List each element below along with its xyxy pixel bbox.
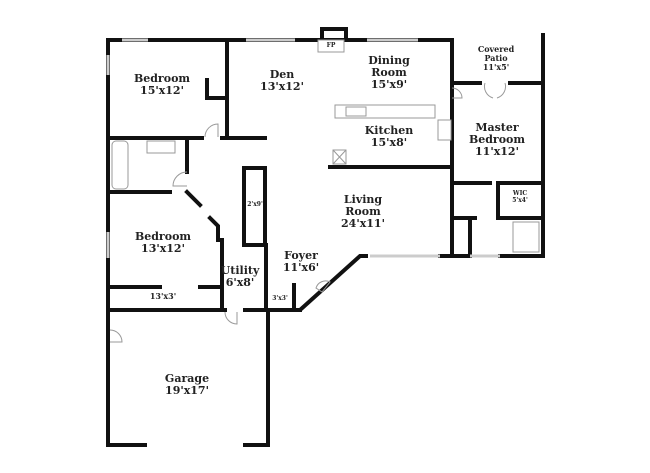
window — [106, 38, 500, 258]
closet-label-2x9: 2'x9' — [247, 201, 263, 208]
closet-label-13x3: 13'x3' — [149, 291, 177, 301]
master-bath-walls — [453, 181, 545, 258]
fireplace-label: FP — [326, 42, 336, 49]
shower-icon — [512, 221, 540, 253]
fireplace — [320, 27, 348, 42]
utility-walls — [220, 238, 268, 312]
bathtub-icon — [111, 140, 129, 190]
hall-closet-wall — [242, 166, 267, 247]
sink-icon — [345, 106, 367, 117]
stove-icon — [437, 119, 452, 141]
door-swing-icon — [109, 82, 506, 343]
closet-wall — [205, 78, 229, 100]
fireplace-hearth — [317, 39, 345, 53]
bedroom2-top-wall — [184, 189, 220, 242]
bath-sink-icon — [146, 140, 176, 154]
closet-label-3x3: 3'x3' — [272, 295, 288, 302]
